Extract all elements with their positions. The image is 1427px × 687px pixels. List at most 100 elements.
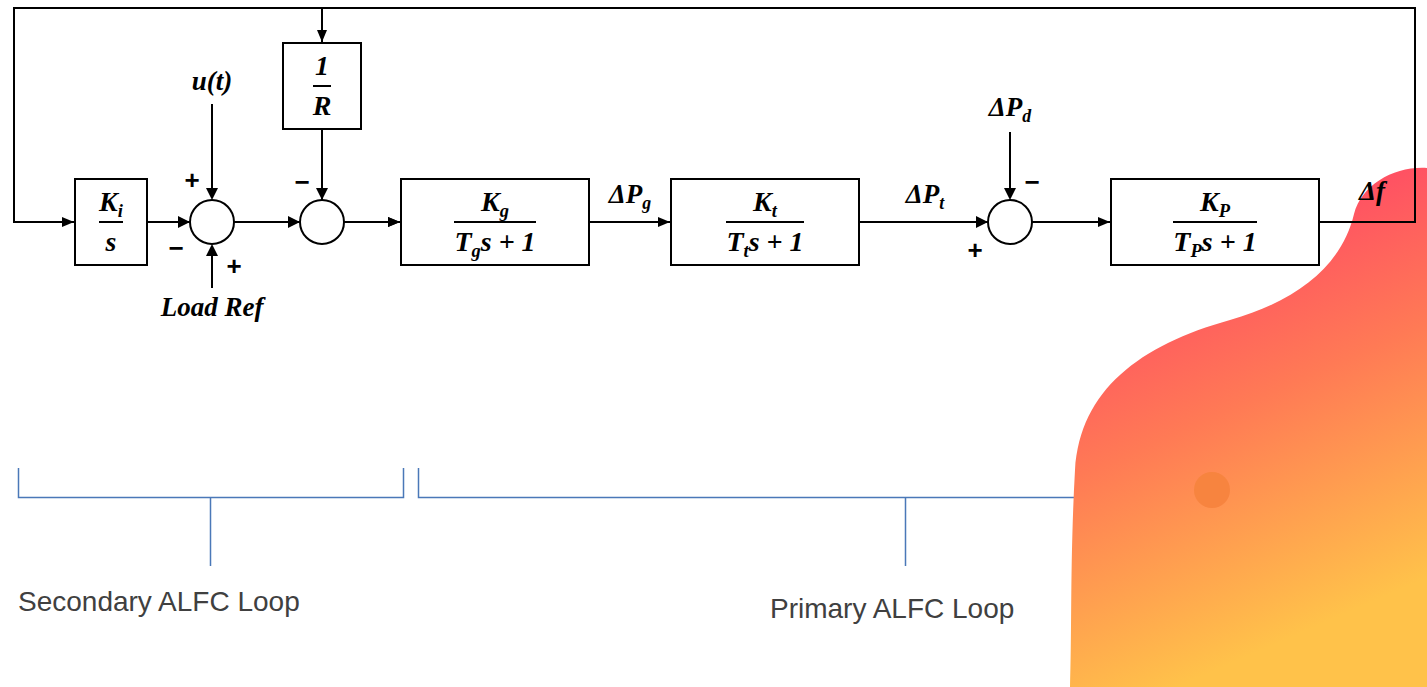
glyph: T: [454, 226, 471, 257]
signal-name: u(t): [192, 66, 233, 97]
glyph: s: [481, 226, 492, 257]
glyph: [1236, 226, 1243, 257]
glyph: d: [204, 292, 218, 322]
glyph: T: [1173, 226, 1190, 257]
numerator: Ki: [99, 185, 123, 219]
fraction-bar: [313, 85, 332, 87]
glyph: Δ: [609, 179, 626, 209]
loop-bracket: [19, 468, 404, 566]
glyph: [218, 292, 225, 322]
glyph: a: [191, 292, 205, 322]
glyph: P: [923, 179, 940, 209]
transfer-function: KPTPs + 1: [1173, 185, 1256, 258]
glyph: P: [1190, 241, 1201, 261]
sum-sign: −: [294, 169, 309, 195]
arrow-head: [178, 216, 190, 228]
signal-line: [590, 221, 670, 223]
signal-name: Δf: [1359, 176, 1385, 207]
governor-block: KgTgs + 1: [400, 178, 590, 266]
denominator: TPs + 1: [1173, 225, 1256, 259]
glyph: d: [1022, 106, 1031, 126]
input-line: [1009, 132, 1011, 189]
arrow-head: [206, 188, 218, 200]
denominator: Tts + 1: [726, 225, 803, 259]
fraction-bar: [454, 221, 535, 223]
summing-junction: [300, 200, 344, 244]
glyph: [783, 226, 790, 257]
loop-caption: Primary ALFC Loop: [770, 592, 1014, 626]
glyph: g: [642, 193, 651, 213]
glyph: K: [99, 186, 118, 217]
signal-name: ΔPt: [906, 179, 944, 210]
glyph: s: [749, 226, 760, 257]
numerator: KP: [1200, 185, 1230, 219]
decor-dot: [1194, 472, 1230, 508]
glyph: f: [1376, 176, 1385, 206]
glyph: K: [753, 186, 772, 217]
glyph: t: [216, 66, 224, 96]
glyph: 1: [1243, 226, 1257, 257]
glyph: P: [1006, 92, 1023, 122]
power-system-block: KPTPs + 1: [1110, 178, 1320, 266]
glyph: s: [1202, 226, 1213, 257]
sum-sign: +: [184, 167, 199, 193]
numerator: 1: [315, 49, 329, 83]
glyph: [515, 226, 522, 257]
transfer-function: KgTgs + 1: [454, 185, 535, 258]
sum-sign: +: [967, 237, 982, 263]
glyph: K: [481, 186, 500, 217]
decor-blob: [1070, 168, 1427, 687]
glyph: [492, 226, 499, 257]
glyph: 1: [790, 226, 804, 257]
input-line: [211, 104, 213, 189]
glyph: Δ: [906, 179, 923, 209]
glyph: +: [1220, 226, 1236, 257]
glyph: o: [177, 292, 191, 322]
glyph: R: [224, 292, 242, 322]
signal-name: ΔPd: [989, 92, 1031, 123]
signal-name: Load Ref: [161, 292, 264, 323]
transfer-function: KtTts + 1: [726, 185, 803, 258]
arrow-head: [976, 216, 988, 228]
glyph: R: [313, 90, 332, 121]
arrow-head: [206, 244, 218, 256]
glyph: (: [207, 66, 216, 96]
glyph: u: [192, 66, 207, 96]
glyph: s: [106, 226, 117, 257]
denominator: R: [313, 89, 332, 123]
numerator: Kg: [481, 185, 509, 219]
glyph: ): [223, 66, 232, 96]
glyph: t: [744, 241, 749, 261]
loop-caption: Secondary ALFC Loop: [18, 585, 300, 619]
fraction-bar: [726, 221, 803, 223]
sum-sign: −: [1024, 169, 1039, 195]
glyph: K: [1200, 186, 1219, 217]
fraction-bar: [1173, 221, 1256, 223]
glyph: +: [499, 226, 515, 257]
arrow-head: [288, 216, 300, 228]
sum-sign: −: [168, 235, 183, 261]
glyph: +: [767, 226, 783, 257]
glyph: g: [472, 241, 481, 261]
glyph: P: [1219, 201, 1230, 221]
summing-junction: [190, 200, 234, 244]
glyph: L: [161, 292, 178, 322]
glyph: 1: [315, 50, 329, 81]
sum-sign: +: [226, 253, 241, 279]
turbine-block: KtTts + 1: [670, 178, 860, 266]
glyph: [1213, 226, 1220, 257]
transfer-function: 1R: [313, 49, 332, 122]
glyph: 1: [522, 226, 536, 257]
glyph: Δ: [1359, 176, 1376, 206]
input-line: [211, 255, 213, 288]
denominator: s: [106, 225, 117, 259]
denominator: Tgs + 1: [454, 225, 535, 259]
fraction-bar: [99, 221, 123, 223]
glyph: t: [939, 193, 944, 213]
glyph: i: [118, 201, 123, 221]
transfer-function: Kis: [99, 185, 123, 258]
glyph: e: [242, 292, 254, 322]
